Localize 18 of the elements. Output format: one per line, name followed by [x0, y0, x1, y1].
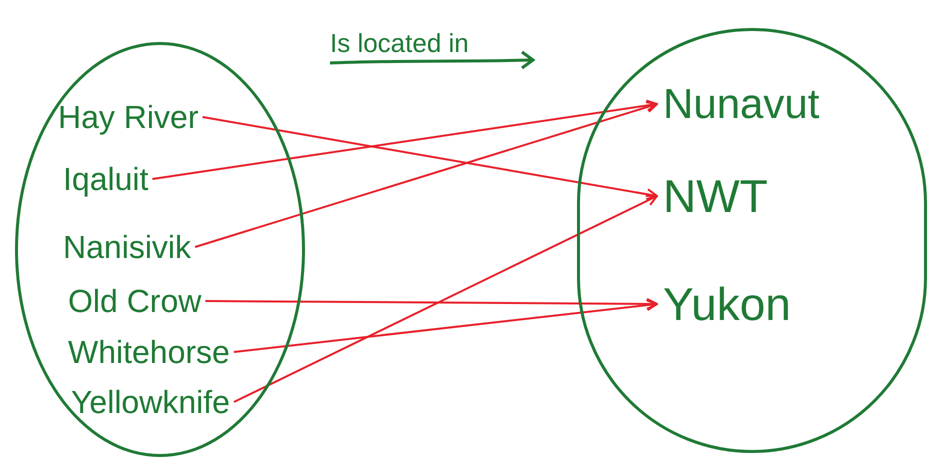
arrow — [152, 100, 658, 180]
arrow — [205, 298, 658, 310]
place-name: Yukon — [663, 281, 791, 327]
arrow — [194, 101, 658, 248]
place-name: NWT — [663, 173, 768, 219]
place-name: Whitehorse — [68, 336, 230, 368]
arrow — [202, 116, 658, 200]
relation-label: Is located in — [330, 30, 469, 56]
oval-outline — [15, 42, 305, 457]
place-name: Nunavut — [663, 83, 820, 125]
place-name: Nanisivik — [63, 231, 192, 263]
arrow — [233, 194, 658, 403]
arrow — [234, 299, 658, 353]
circle-outline — [577, 28, 927, 453]
place-name: Yellowknife — [71, 386, 230, 418]
place-name: Iqaluit — [63, 163, 148, 195]
place-name: Hay River — [58, 101, 198, 133]
place-name: Old Crow — [68, 285, 202, 317]
